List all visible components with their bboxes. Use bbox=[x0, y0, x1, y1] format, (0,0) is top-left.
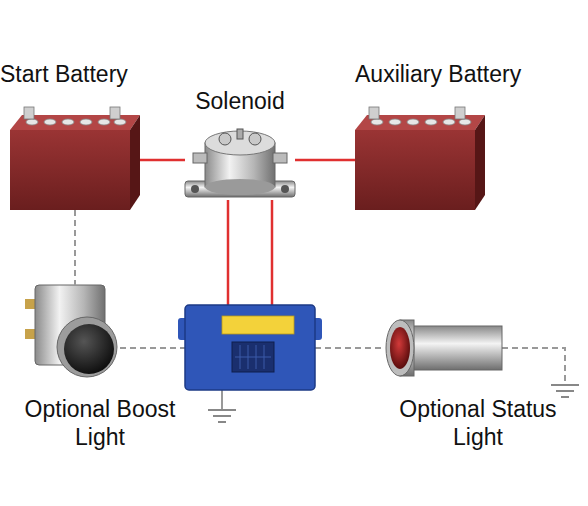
ground-symbol bbox=[551, 385, 579, 397]
component-node: Solenoid bbox=[185, 125, 295, 205]
battery-illustration bbox=[10, 107, 140, 210]
ground-symbol bbox=[208, 410, 236, 422]
switch-illustration bbox=[25, 285, 117, 377]
component-node: Auxiliary Battery bbox=[355, 105, 485, 210]
component-label: Start Battery bbox=[0, 60, 180, 88]
battery-illustration bbox=[355, 107, 485, 210]
wire-connector bbox=[74, 210, 76, 285]
component-node: Optional Boost Light bbox=[25, 285, 120, 390]
component-label: Auxiliary Battery bbox=[355, 60, 587, 88]
component-label: Solenoid bbox=[150, 87, 330, 115]
solenoid-illustration bbox=[185, 129, 295, 197]
component-node: Start Battery bbox=[10, 105, 140, 210]
controller-module bbox=[178, 305, 322, 390]
component-label: Optional Status Light bbox=[388, 395, 568, 451]
wire-connector bbox=[140, 159, 185, 162]
control-wires bbox=[120, 200, 565, 410]
component-node: Optional Status Light bbox=[380, 310, 505, 385]
component-label: Optional Boost Light bbox=[10, 395, 190, 451]
wire-connector bbox=[295, 159, 355, 162]
status-light-illustration bbox=[386, 320, 502, 376]
